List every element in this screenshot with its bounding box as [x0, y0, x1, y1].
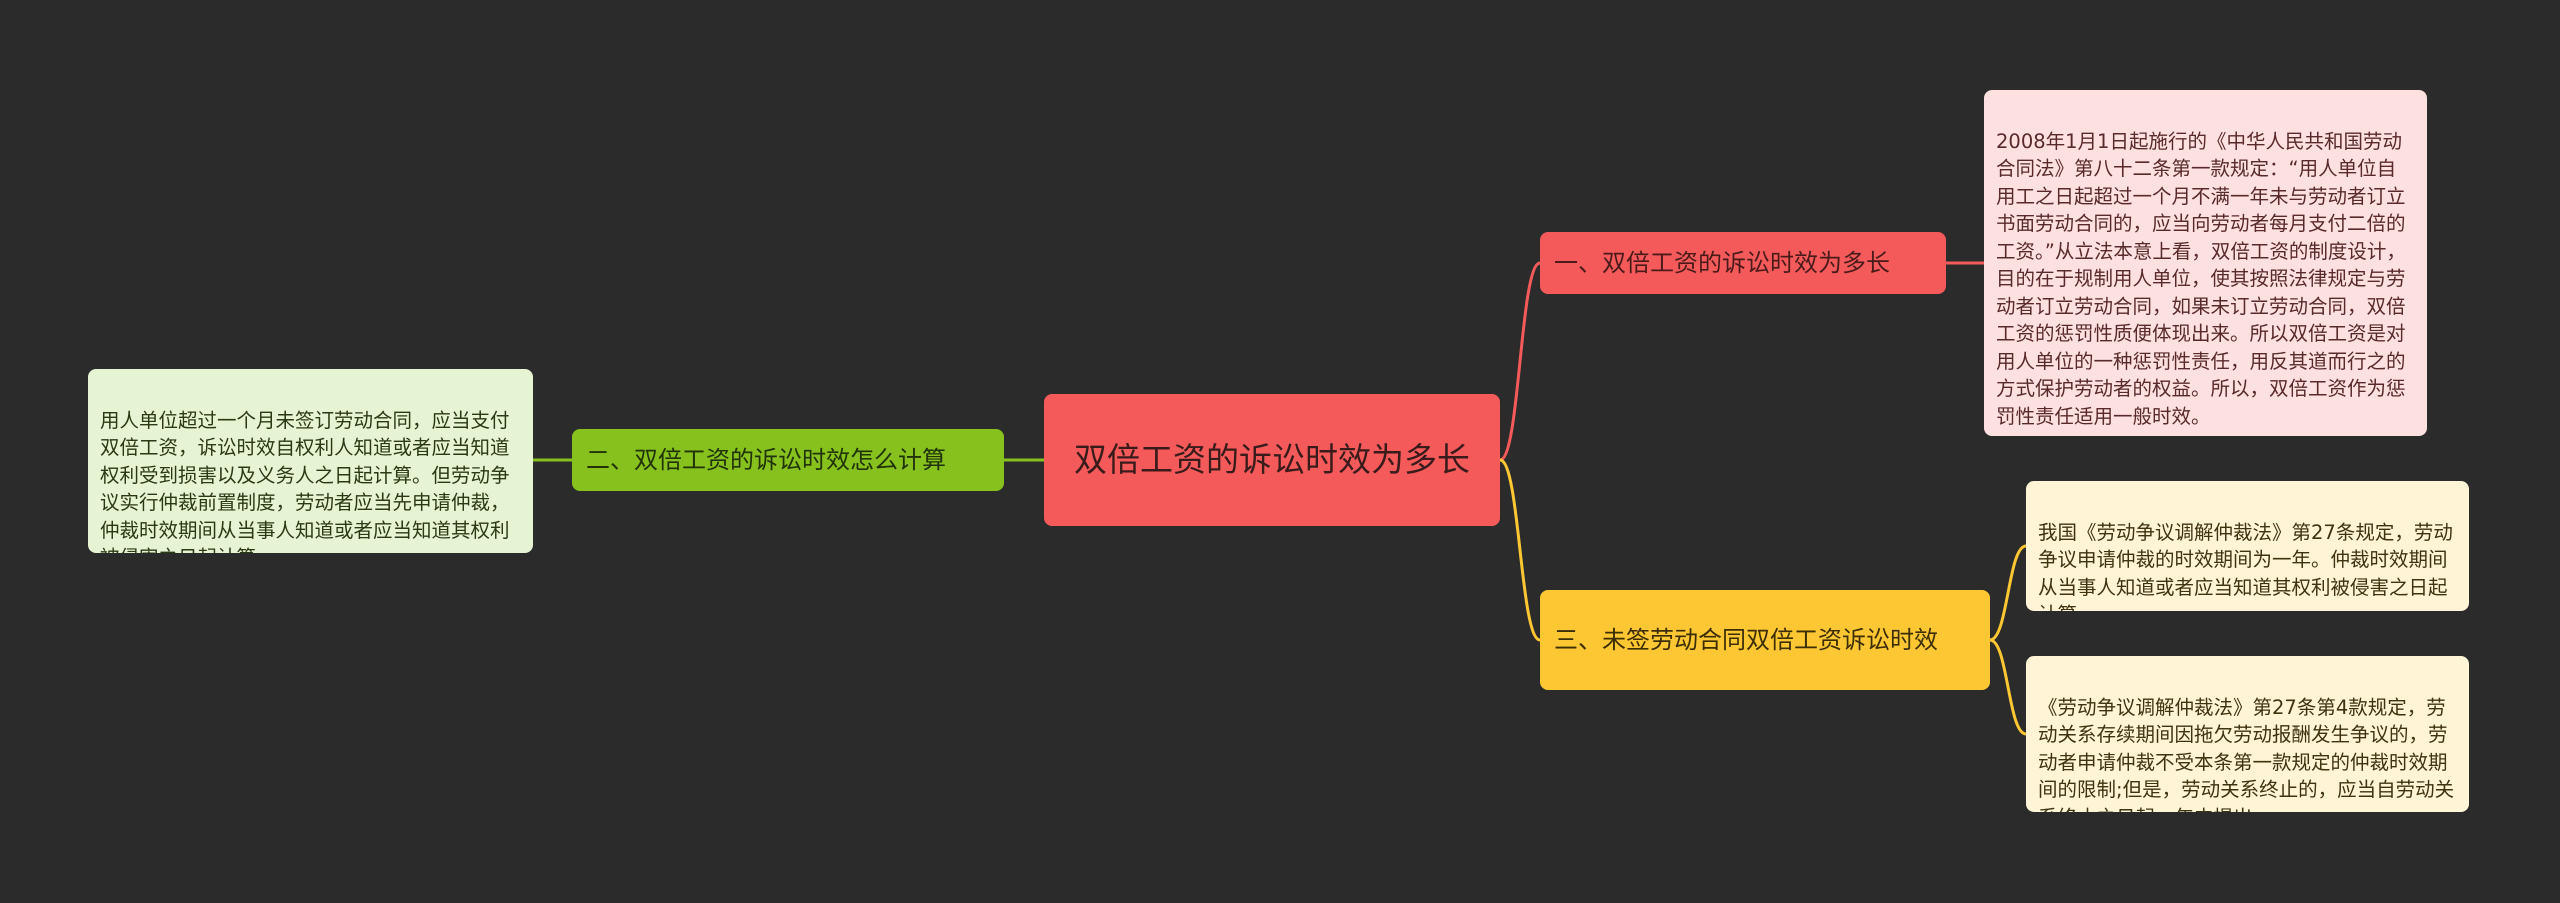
- link-branch-3-leaf-4: [1989, 638, 2027, 736]
- link-root-branch-1: [1499, 261, 1541, 462]
- leaf-note-2-text: 用人单位超过一个月未签订劳动合同，应当支付双倍工资，诉讼时效自权利人知道或者应当…: [100, 408, 510, 554]
- branch-topic-2-text: 二、双倍工资的诉讼时效怎么计算: [586, 446, 946, 474]
- link-branch-3-leaf-3: [1989, 544, 2027, 642]
- root-topic[interactable]: 双倍工资的诉讼时效为多长: [1044, 394, 1500, 526]
- branch-topic-3-text: 三、未签劳动合同双倍工资诉讼时效: [1554, 626, 1938, 654]
- leaf-note-1-text: 2008年1月1日起施行的《中华人民共和国劳动合同法》第八十二条第一款规定：“用…: [1996, 129, 2406, 428]
- leaf-note-4[interactable]: 《劳动争议调解仲裁法》第27条第4款规定，劳动关系存续期间因拖欠劳动报酬发生争议…: [2026, 656, 2469, 812]
- branch-topic-1[interactable]: 一、双倍工资的诉讼时效为多长: [1540, 232, 1946, 294]
- branch-topic-3[interactable]: 三、未签劳动合同双倍工资诉讼时效: [1540, 590, 1990, 690]
- branch-topic-1-text: 一、双倍工资的诉讼时效为多长: [1554, 249, 1890, 277]
- leaf-note-3-text: 我国《劳动争议调解仲裁法》第27条规定，劳动争议申请仲裁的时效期间为一年。仲裁时…: [2038, 520, 2453, 612]
- root-topic-text: 双倍工资的诉讼时效为多长: [1074, 440, 1470, 479]
- link-root-branch-3: [1499, 458, 1541, 642]
- leaf-note-2[interactable]: 用人单位超过一个月未签订劳动合同，应当支付双倍工资，诉讼时效自权利人知道或者应当…: [88, 369, 533, 553]
- leaf-note-4-text: 《劳动争议调解仲裁法》第27条第4款规定，劳动关系存续期间因拖欠劳动报酬发生争议…: [2038, 695, 2455, 813]
- leaf-note-3[interactable]: 我国《劳动争议调解仲裁法》第27条规定，劳动争议申请仲裁的时效期间为一年。仲裁时…: [2026, 481, 2469, 611]
- leaf-note-1[interactable]: 2008年1月1日起施行的《中华人民共和国劳动合同法》第八十二条第一款规定：“用…: [1984, 90, 2427, 436]
- branch-topic-2[interactable]: 二、双倍工资的诉讼时效怎么计算: [572, 429, 1004, 491]
